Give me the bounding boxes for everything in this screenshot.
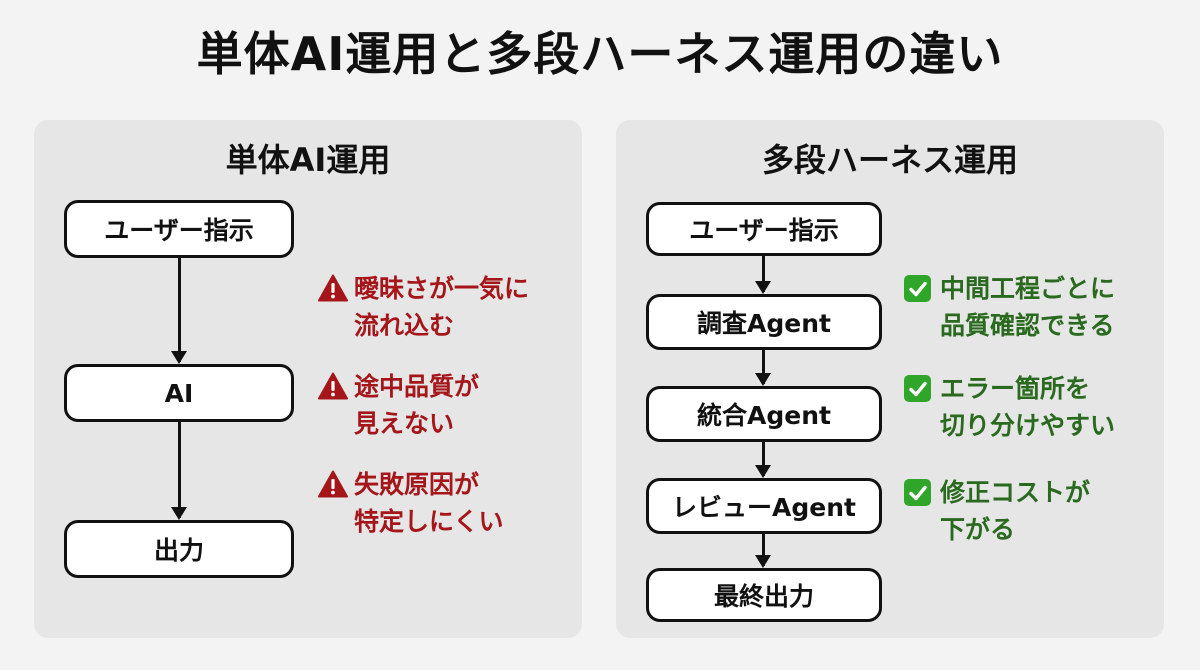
warning-note: 曖昧さが一気に 流れ込む bbox=[318, 270, 529, 344]
flow-step-ai: AI bbox=[64, 364, 294, 422]
benefit-note: エラー箇所を 切り分けやすい bbox=[904, 370, 1115, 444]
flow-step-user-instruction: ユーザー指示 bbox=[64, 200, 294, 258]
warning-icon bbox=[318, 274, 348, 302]
benefit-note: 中間工程ごとに 品質確認できる bbox=[904, 270, 1115, 344]
flow-arrow bbox=[755, 442, 771, 478]
flow-step-output: 出力 bbox=[64, 520, 294, 578]
flow-step-final-output: 最終出力 bbox=[646, 568, 882, 622]
benefit-text: エラー箇所を 切り分けやすい bbox=[940, 374, 1116, 440]
warning-text: 曖昧さが一気に 流れ込む bbox=[354, 274, 530, 340]
flow-arrow bbox=[755, 256, 771, 294]
flow-step-review-agent: レビューAgent bbox=[646, 478, 882, 534]
flow-arrow bbox=[171, 422, 187, 520]
check-icon bbox=[904, 479, 931, 506]
flow-step-research-agent: 調査Agent bbox=[646, 294, 882, 350]
multi-harness-heading: 多段ハーネス運用 bbox=[761, 141, 1018, 179]
benefit-text: 修正コストが 下がる bbox=[940, 478, 1091, 544]
single-ai-heading: 単体AI運用 bbox=[225, 141, 391, 179]
flow-arrow bbox=[755, 534, 771, 568]
warning-text: 失敗原因が 特定しにくい bbox=[354, 470, 504, 536]
flow-step-integration-agent: 統合Agent bbox=[646, 386, 882, 442]
warning-icon bbox=[318, 470, 348, 498]
flow-step-user-instruction: ユーザー指示 bbox=[646, 202, 882, 256]
benefit-note: 修正コストが 下がる bbox=[904, 474, 1090, 548]
single-ai-panel: 単体AI運用 ユーザー指示 AI 出力 曖昧さが一気に 流れ込む 途中品質が 見… bbox=[34, 120, 582, 638]
check-icon bbox=[904, 375, 931, 402]
check-icon bbox=[904, 275, 931, 302]
flow-arrow bbox=[755, 350, 771, 386]
warning-note: 失敗原因が 特定しにくい bbox=[318, 466, 504, 540]
multi-harness-panel: 多段ハーネス運用 ユーザー指示 調査Agent 統合Agent レビューAgen… bbox=[616, 120, 1164, 638]
benefit-text: 中間工程ごとに 品質確認できる bbox=[940, 274, 1116, 340]
warning-note: 途中品質が 見えない bbox=[318, 368, 479, 442]
flow-arrow bbox=[171, 258, 187, 364]
warning-text: 途中品質が 見えない bbox=[354, 372, 480, 438]
warning-icon bbox=[318, 372, 348, 400]
page-title: 単体AI運用と多段ハーネス運用の違い bbox=[196, 27, 1004, 81]
